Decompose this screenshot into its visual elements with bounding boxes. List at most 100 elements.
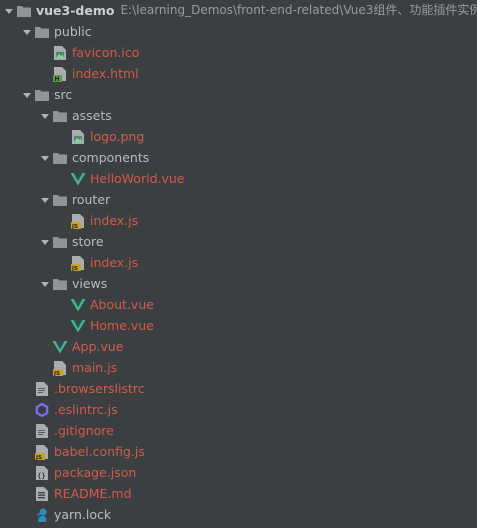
tree-item-label: index.html <box>72 66 139 81</box>
tree-file-row[interactable]: JS babel.config.js <box>0 441 477 462</box>
chevron-down-icon[interactable] <box>38 189 52 210</box>
js-file-icon: JS <box>70 255 86 271</box>
tree-folder-row[interactable]: views <box>0 273 477 294</box>
vue-file-icon <box>70 171 86 187</box>
tree-indent-spacer <box>20 420 34 441</box>
tree-indent-spacer <box>20 483 34 504</box>
chevron-down-icon[interactable] <box>38 105 52 126</box>
js-file-icon: JS <box>34 444 50 460</box>
tree-indent-spacer <box>56 126 70 147</box>
js-file-icon: JS <box>52 360 68 376</box>
chevron-down-icon[interactable] <box>38 273 52 294</box>
tree-row-project-root[interactable]: vue3-demo E:\learning_Demos\front-end-re… <box>0 0 477 21</box>
tree-folder-row[interactable]: assets <box>0 105 477 126</box>
project-name: vue3-demo <box>36 3 115 18</box>
tree-file-row[interactable]: logo.png <box>0 126 477 147</box>
chevron-down-icon[interactable] <box>38 147 52 168</box>
tree-folder-row[interactable]: components <box>0 147 477 168</box>
folder-icon <box>16 3 32 19</box>
tree-indent-spacer <box>56 252 70 273</box>
tree-item-label: assets <box>72 108 112 123</box>
tree-file-row[interactable]: HelloWorld.vue <box>0 168 477 189</box>
image-file-icon <box>52 45 68 61</box>
text-file-icon <box>34 423 50 439</box>
project-path: E:\learning_Demos\front-end-related\Vue3… <box>120 3 477 17</box>
tree-folder-row[interactable]: public <box>0 21 477 42</box>
folder-icon <box>34 87 50 103</box>
tree-item-label: App.vue <box>72 339 124 354</box>
tree-item-label: router <box>72 192 111 207</box>
tree-item-label: .gitignore <box>54 423 114 438</box>
tree-item-label: src <box>54 87 73 102</box>
tree-file-row[interactable]: JS index.js <box>0 252 477 273</box>
vue-file-icon <box>52 339 68 355</box>
tree-file-row[interactable]: App.vue <box>0 336 477 357</box>
tree-file-row[interactable]: Home.vue <box>0 315 477 336</box>
yarn-icon <box>34 507 50 523</box>
svg-text:JS: JS <box>71 266 78 271</box>
tree-indent-spacer <box>20 504 34 525</box>
tree-item-label: logo.png <box>90 129 145 144</box>
tree-item-label: babel.config.js <box>54 444 145 459</box>
tree-item-label: package.json <box>54 465 137 480</box>
tree-file-row[interactable]: .browserslistrc <box>0 378 477 399</box>
image-file-icon <box>70 129 86 145</box>
json-file-icon: {} <box>34 465 50 481</box>
svg-text:JS: JS <box>35 455 42 460</box>
tree-indent-spacer <box>38 357 52 378</box>
tree-file-row[interactable]: favicon.ico <box>0 42 477 63</box>
tree-item-label: .browserslistrc <box>54 381 145 396</box>
tree-item-label: index.js <box>90 255 139 270</box>
svg-text:JS: JS <box>71 224 78 229</box>
tree-indent-spacer <box>56 210 70 231</box>
chevron-down-icon[interactable] <box>38 231 52 252</box>
tree-indent-spacer <box>20 462 34 483</box>
tree-indent-spacer <box>56 294 70 315</box>
tree-folder-row[interactable]: src <box>0 84 477 105</box>
folder-icon <box>52 150 68 166</box>
tree-file-row[interactable]: .gitignore <box>0 420 477 441</box>
chevron-down-icon[interactable] <box>20 84 34 105</box>
tree-file-row[interactable]: JS main.js <box>0 357 477 378</box>
chevron-down-icon[interactable] <box>20 21 34 42</box>
tree-item-label: store <box>72 234 104 249</box>
markdown-file-icon <box>34 486 50 502</box>
tree-file-row[interactable]: README.md <box>0 483 477 504</box>
vue-file-icon <box>70 318 86 334</box>
tree-indent-spacer <box>38 63 52 84</box>
tree-file-row[interactable]: yarn.lock <box>0 504 477 525</box>
tree-item-label: components <box>72 150 150 165</box>
svg-text:JS: JS <box>53 371 60 376</box>
folder-icon <box>34 24 50 40</box>
chevron-down-icon[interactable] <box>2 0 16 21</box>
tree-item-label: .eslintrc.js <box>54 402 118 417</box>
tree-item-label: main.js <box>72 360 118 375</box>
tree-item-label: README.md <box>54 486 132 501</box>
tree-file-row[interactable]: About.vue <box>0 294 477 315</box>
tree-item-label: public <box>54 24 92 39</box>
tree-folder-row[interactable]: router <box>0 189 477 210</box>
svg-text:{}: {} <box>37 472 45 480</box>
tree-item-label: favicon.ico <box>72 45 140 60</box>
tree-indent-spacer <box>38 42 52 63</box>
folder-icon <box>52 276 68 292</box>
vue-file-icon <box>70 297 86 313</box>
tree-item-label: About.vue <box>90 297 154 312</box>
tree-item-label: yarn.lock <box>54 507 112 522</box>
tree-folder-row[interactable]: store <box>0 231 477 252</box>
folder-icon <box>52 234 68 250</box>
js-file-icon: JS <box>70 213 86 229</box>
text-file-icon <box>34 381 50 397</box>
tree-indent-spacer <box>56 168 70 189</box>
tree-file-row[interactable]: {} package.json <box>0 462 477 483</box>
tree-indent-spacer <box>38 336 52 357</box>
tree-file-row[interactable]: .eslintrc.js <box>0 399 477 420</box>
folder-icon <box>52 108 68 124</box>
html-file-icon: H <box>52 66 68 82</box>
svg-text:H: H <box>55 76 60 82</box>
tree-indent-spacer <box>20 378 34 399</box>
